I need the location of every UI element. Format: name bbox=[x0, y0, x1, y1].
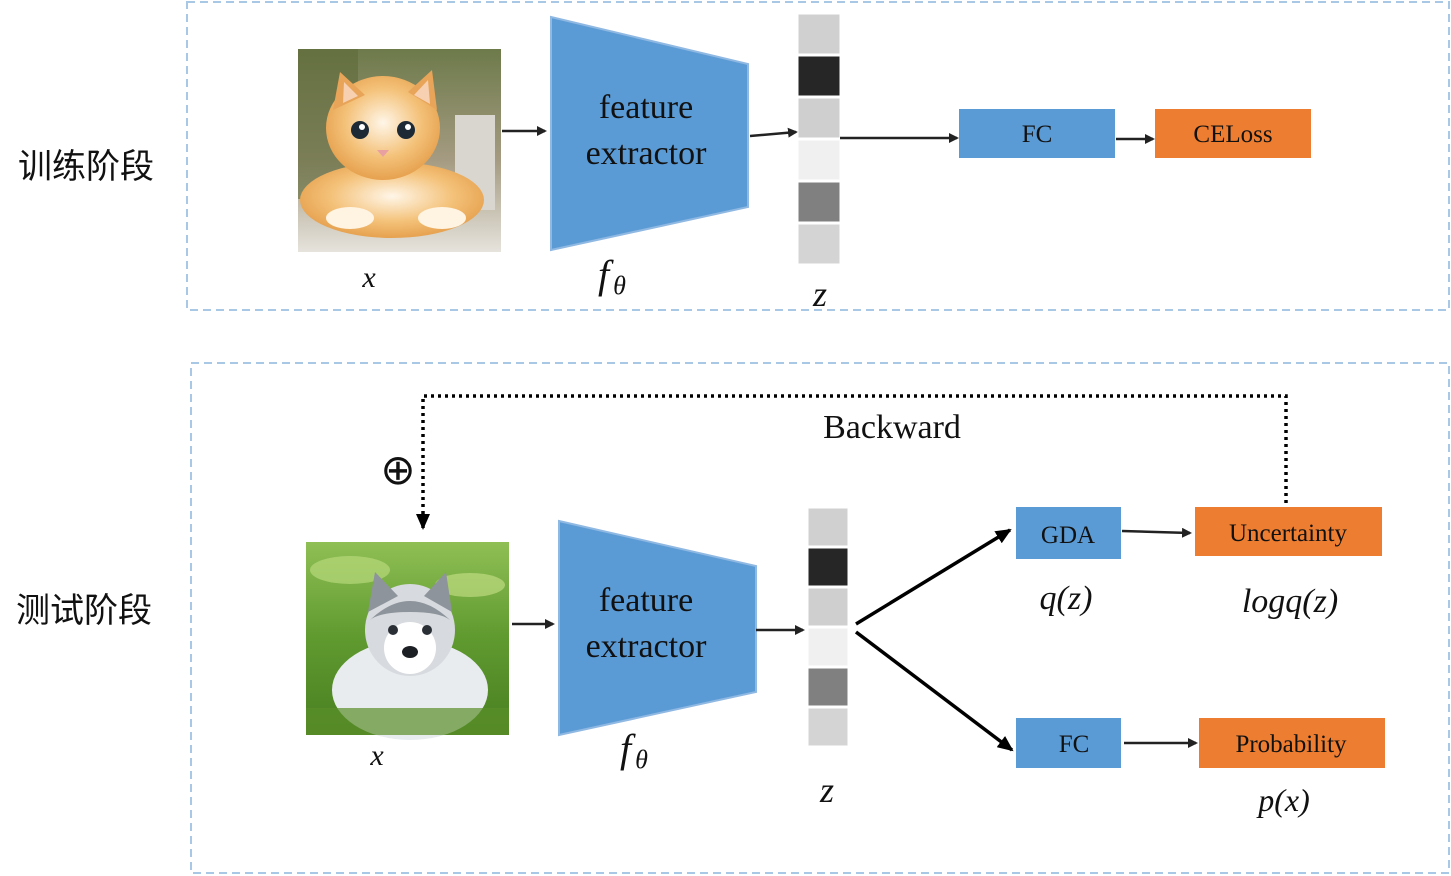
z-label-test: z bbox=[819, 770, 834, 810]
arrow-gda-to-uncertainty bbox=[1121, 527, 1192, 538]
arrow-z-to-fc-test bbox=[854, 630, 1014, 752]
feature-cell bbox=[797, 55, 841, 97]
feature-cell bbox=[807, 707, 849, 747]
kitten-image bbox=[298, 49, 501, 252]
feature-cell bbox=[807, 587, 849, 627]
feature-vector-z-train bbox=[797, 13, 841, 265]
input-x-label-test: x bbox=[369, 739, 384, 772]
feature-cell bbox=[797, 13, 841, 55]
z-label-train: z bbox=[812, 274, 827, 314]
celoss-box bbox=[1155, 109, 1311, 158]
feature-extractor-train bbox=[550, 15, 749, 252]
husky-image bbox=[306, 542, 509, 740]
backward-dotted-arrow bbox=[416, 394, 1288, 530]
uncertainty-label: Uncertainty bbox=[1229, 520, 1348, 547]
arrow-z-to-gda bbox=[855, 528, 1012, 626]
fc-box-train bbox=[959, 109, 1115, 158]
feature-cell bbox=[797, 223, 841, 265]
training-panel bbox=[186, 1, 1450, 311]
arrow-extractor-to-z-train bbox=[749, 127, 798, 138]
fc-box-test bbox=[1016, 718, 1121, 768]
feature-cell bbox=[807, 547, 849, 587]
testing-panel bbox=[190, 362, 1450, 874]
gda-box bbox=[1016, 507, 1121, 559]
feature-cell bbox=[797, 181, 841, 223]
feature-vector-z-test bbox=[807, 507, 849, 747]
q-z-label: q(z) bbox=[1040, 580, 1093, 617]
probability-label: Probability bbox=[1235, 731, 1347, 758]
extractor-label-line1-test: feature bbox=[599, 582, 693, 619]
probability-box bbox=[1199, 718, 1385, 768]
feature-cell bbox=[807, 667, 849, 707]
celoss-label: CELoss bbox=[1193, 121, 1272, 148]
uncertainty-box bbox=[1195, 507, 1382, 556]
extractor-label-line1-train: feature bbox=[599, 89, 693, 126]
p-x-label: p(x) bbox=[1256, 782, 1310, 818]
feature-cell bbox=[807, 627, 849, 667]
feature-cell bbox=[797, 139, 841, 181]
feature-extractor-test bbox=[558, 519, 757, 737]
feature-cell bbox=[797, 97, 841, 139]
fc-label-train: FC bbox=[1022, 121, 1053, 148]
input-x-label-train: x bbox=[361, 261, 376, 294]
feature-cell bbox=[807, 507, 849, 547]
extractor-label-line2-train: extractor bbox=[586, 135, 707, 172]
fc-label-test: FC bbox=[1059, 731, 1090, 758]
gda-label: GDA bbox=[1041, 522, 1095, 549]
backward-label: Backward bbox=[823, 409, 961, 446]
testing-stage-label: 测试阶段 bbox=[16, 591, 152, 631]
log-q-z-label: logq(z) bbox=[1242, 583, 1338, 620]
oplus-symbol: ⊕ bbox=[380, 448, 415, 494]
training-stage-label: 训练阶段 bbox=[18, 147, 154, 187]
extractor-label-line2-test: extractor bbox=[586, 628, 707, 665]
